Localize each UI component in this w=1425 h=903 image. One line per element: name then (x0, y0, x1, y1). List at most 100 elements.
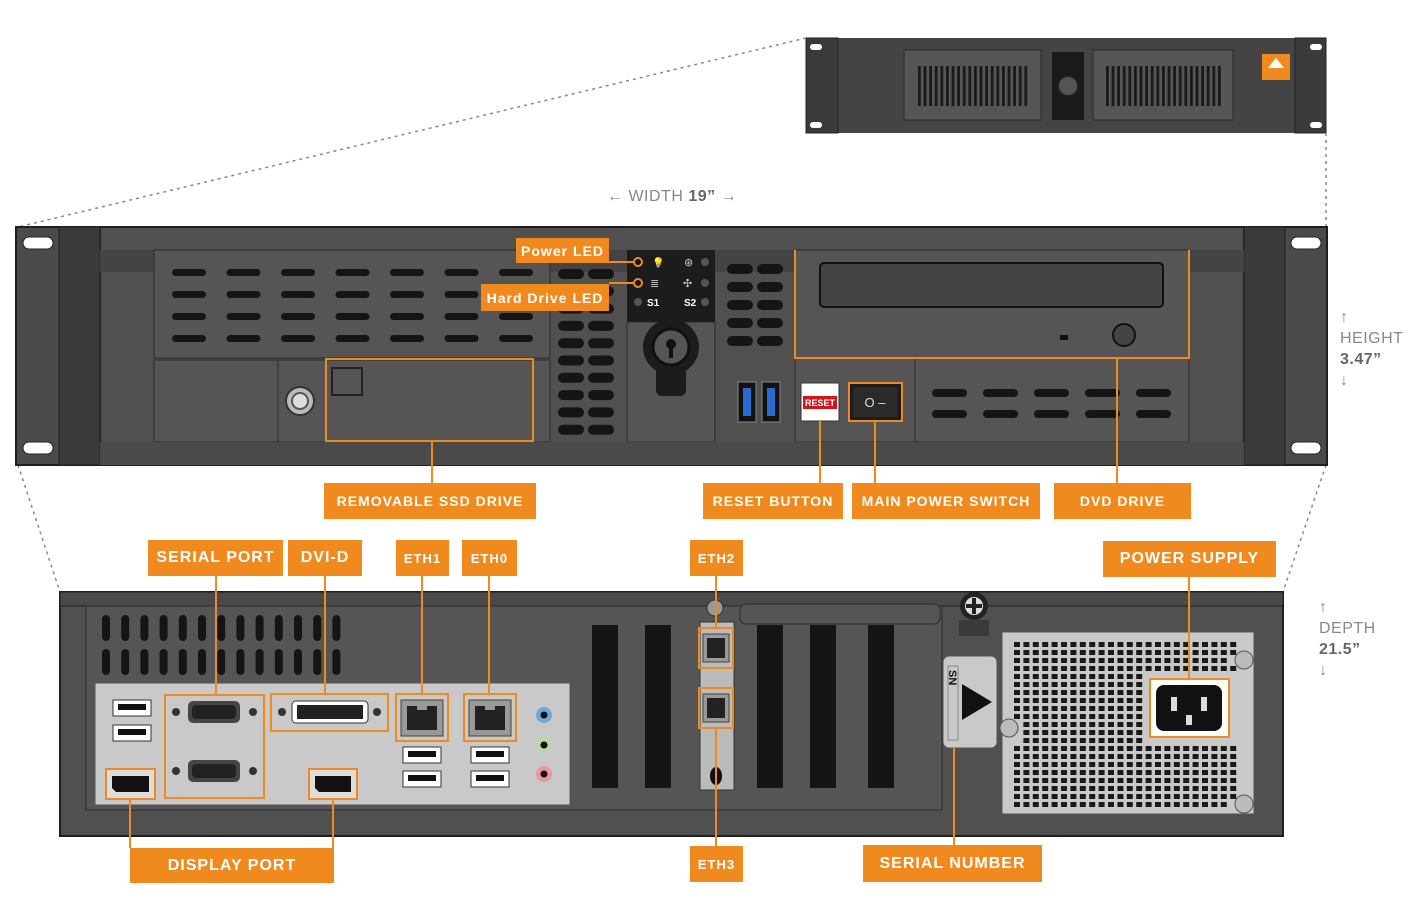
vent-slot (1156, 66, 1160, 106)
callout-eth2: ETH2 (690, 540, 743, 576)
psu-vent-hole (1070, 762, 1077, 767)
psu-vent-hole (1145, 802, 1152, 807)
psu-vent-hole (1070, 786, 1077, 791)
psu-vent-hole (1136, 650, 1143, 655)
psu-vent-hole (1117, 698, 1124, 703)
psu-vent-hole (1220, 658, 1227, 663)
vent-slot (226, 269, 261, 276)
psu-vent-hole (1079, 762, 1086, 767)
vent-slot (390, 291, 424, 298)
psu-vent-hole (1164, 746, 1171, 751)
psu-vent-hole (1098, 770, 1105, 775)
psu-vent-hole (1023, 754, 1030, 759)
psu-vent-hole (1079, 650, 1086, 655)
serial-port[interactable] (172, 701, 257, 723)
vent-slot (198, 649, 206, 675)
psu-vent-hole (1145, 770, 1152, 775)
psu-vent-hole (1117, 690, 1124, 695)
psu-vent-hole (1089, 722, 1096, 727)
psu-vent-hole (1051, 698, 1058, 703)
psu-vent-hole (1051, 690, 1058, 695)
psu-vent-hole (1183, 650, 1190, 655)
psu-vent-hole (1061, 754, 1067, 759)
psu-vent-hole (1061, 714, 1067, 719)
psu-vent-hole (1183, 770, 1190, 775)
psu-vent-hole (1108, 730, 1114, 735)
psu-vent-hole (1108, 682, 1114, 687)
psu-vent-hole (1126, 778, 1133, 783)
callout-display-port: DISPLAY PORT (130, 848, 334, 883)
psu-vent-hole (1098, 698, 1105, 703)
psu-vent-hole (1183, 778, 1190, 783)
psu-vent-hole (1192, 802, 1199, 807)
vent-slot (226, 313, 261, 320)
psu-vent-hole (1164, 770, 1171, 775)
psu-vent-hole (1220, 650, 1227, 655)
psu-vent-hole (1042, 770, 1049, 775)
psu-vent-hole (1108, 778, 1114, 783)
psu-vent-hole (1117, 650, 1124, 655)
psu-vent-hole (1230, 762, 1237, 767)
psu-vent-hole (1051, 738, 1058, 743)
vent-slot (1018, 66, 1022, 106)
psu-vent-hole (1136, 722, 1143, 727)
vent-slot (444, 335, 479, 342)
psu-vent-hole (1136, 746, 1143, 751)
psu-vent-hole (1192, 754, 1199, 759)
psu-vent-hole (1061, 770, 1067, 775)
reset-button-text: RESET (805, 398, 836, 408)
vent-slot (281, 313, 315, 320)
psu-vent-hole (1173, 794, 1180, 799)
psu-vent-hole (1145, 794, 1152, 799)
vent-slot (1106, 66, 1109, 106)
psu-vent-hole (1089, 714, 1096, 719)
psu-vent-hole (1032, 698, 1039, 703)
psu-vent-hole (1061, 690, 1067, 695)
psu-vent-hole (1164, 658, 1171, 663)
psu-vent-hole (1061, 778, 1067, 783)
psu-vent-hole (1220, 786, 1227, 791)
psu-vent-hole (1061, 738, 1067, 743)
dvd-eject-button[interactable] (1112, 323, 1136, 347)
psu-vent-hole (1070, 722, 1077, 727)
s2-label: S2 (684, 298, 697, 309)
dvd-tray[interactable] (819, 262, 1164, 308)
vent-slot (588, 269, 614, 279)
psu-vent-hole (1089, 802, 1096, 807)
psu-vent-hole (1155, 770, 1161, 775)
psu-vent-hole (1202, 658, 1208, 663)
arrow-left-icon: ← (607, 188, 624, 205)
psu-vent-hole (1220, 666, 1227, 671)
vent-slot (1139, 66, 1143, 106)
psu-vent-hole (1023, 802, 1030, 807)
psu-vent-hole (1126, 642, 1133, 647)
serial-port[interactable] (172, 760, 257, 782)
psu-vent-hole (1032, 770, 1039, 775)
vent-slot (990, 66, 994, 106)
vent-slot (727, 336, 753, 346)
psu-vent-hole (1192, 642, 1199, 647)
psu-vent-hole (1145, 642, 1152, 647)
psu-vent-hole (1155, 650, 1161, 655)
psu-vent-hole (1042, 674, 1049, 679)
psu-vent-hole (1089, 762, 1096, 767)
psu-vent-hole (1211, 650, 1218, 655)
vent-slot (172, 269, 206, 276)
arrow-right-icon: → (720, 188, 738, 205)
psu-vent-hole (1042, 738, 1049, 743)
vent-slot (1122, 66, 1126, 106)
psu-vent-hole (1211, 666, 1218, 671)
psu-vent-hole (1230, 642, 1237, 647)
psu-vent-hole (1079, 778, 1086, 783)
dvi-d-port[interactable] (278, 700, 381, 724)
psu-vent-hole (1211, 786, 1218, 791)
psu-vent-hole (1079, 682, 1086, 687)
psu-vent-hole (1089, 650, 1096, 655)
vent-slot (274, 649, 283, 675)
psu-vent-hole (1042, 794, 1049, 799)
psu-vent-hole (1079, 698, 1086, 703)
psu-vent-hole (1155, 754, 1161, 759)
psu-vent-hole (1042, 706, 1049, 711)
vent-slot (313, 649, 322, 675)
psu-vent-hole (1126, 754, 1133, 759)
